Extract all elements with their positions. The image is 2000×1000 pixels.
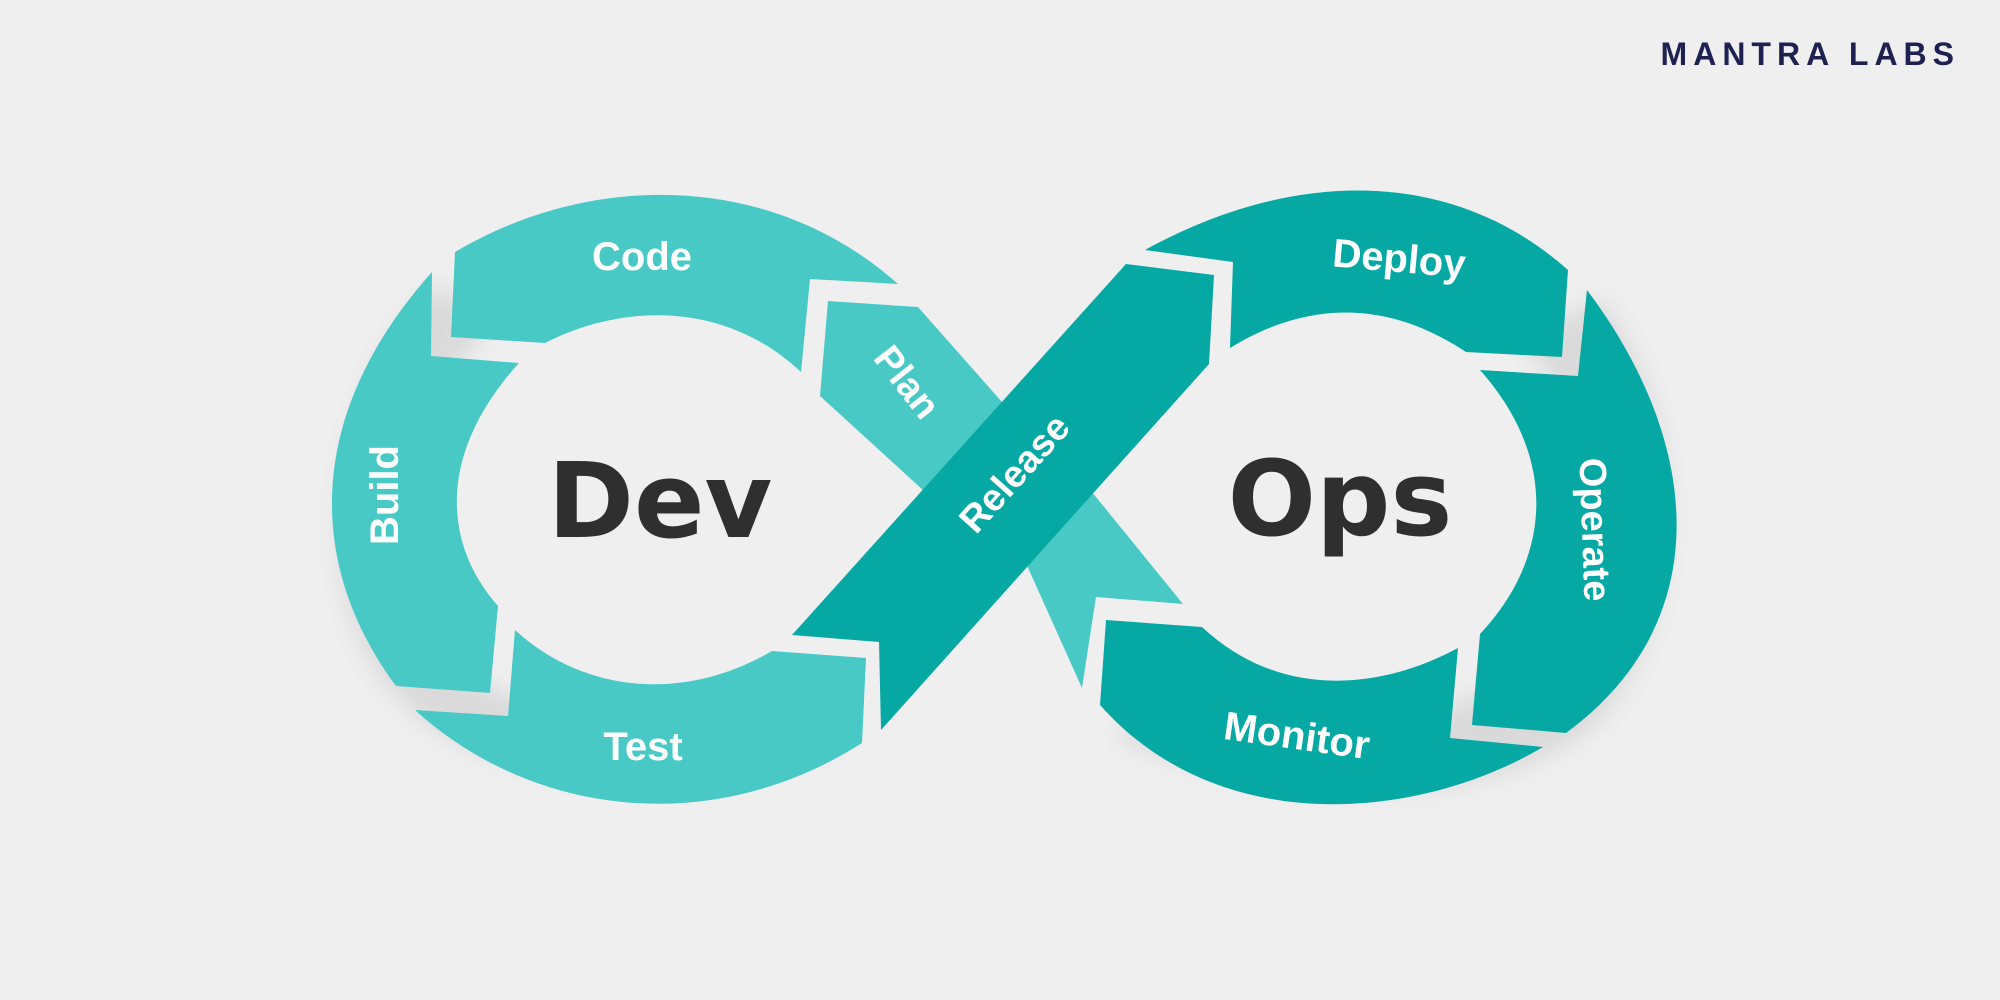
segment-code — [451, 194, 898, 372]
segment-test — [415, 630, 866, 804]
segment-build — [331, 272, 519, 693]
segment-operate — [1472, 290, 1677, 733]
brand-logo: MANTRA LABS — [1660, 36, 1960, 72]
code-label: Code — [592, 235, 692, 279]
dev-label: Dev — [548, 440, 773, 562]
operate-label: Operate — [1570, 457, 1617, 602]
segment-deploy — [1145, 190, 1568, 357]
build-label: Build — [363, 445, 407, 545]
segment-release — [792, 264, 1214, 730]
test-label: Test — [603, 725, 682, 769]
segment-monitor — [1100, 620, 1543, 805]
ops-label: Ops — [1228, 438, 1453, 560]
